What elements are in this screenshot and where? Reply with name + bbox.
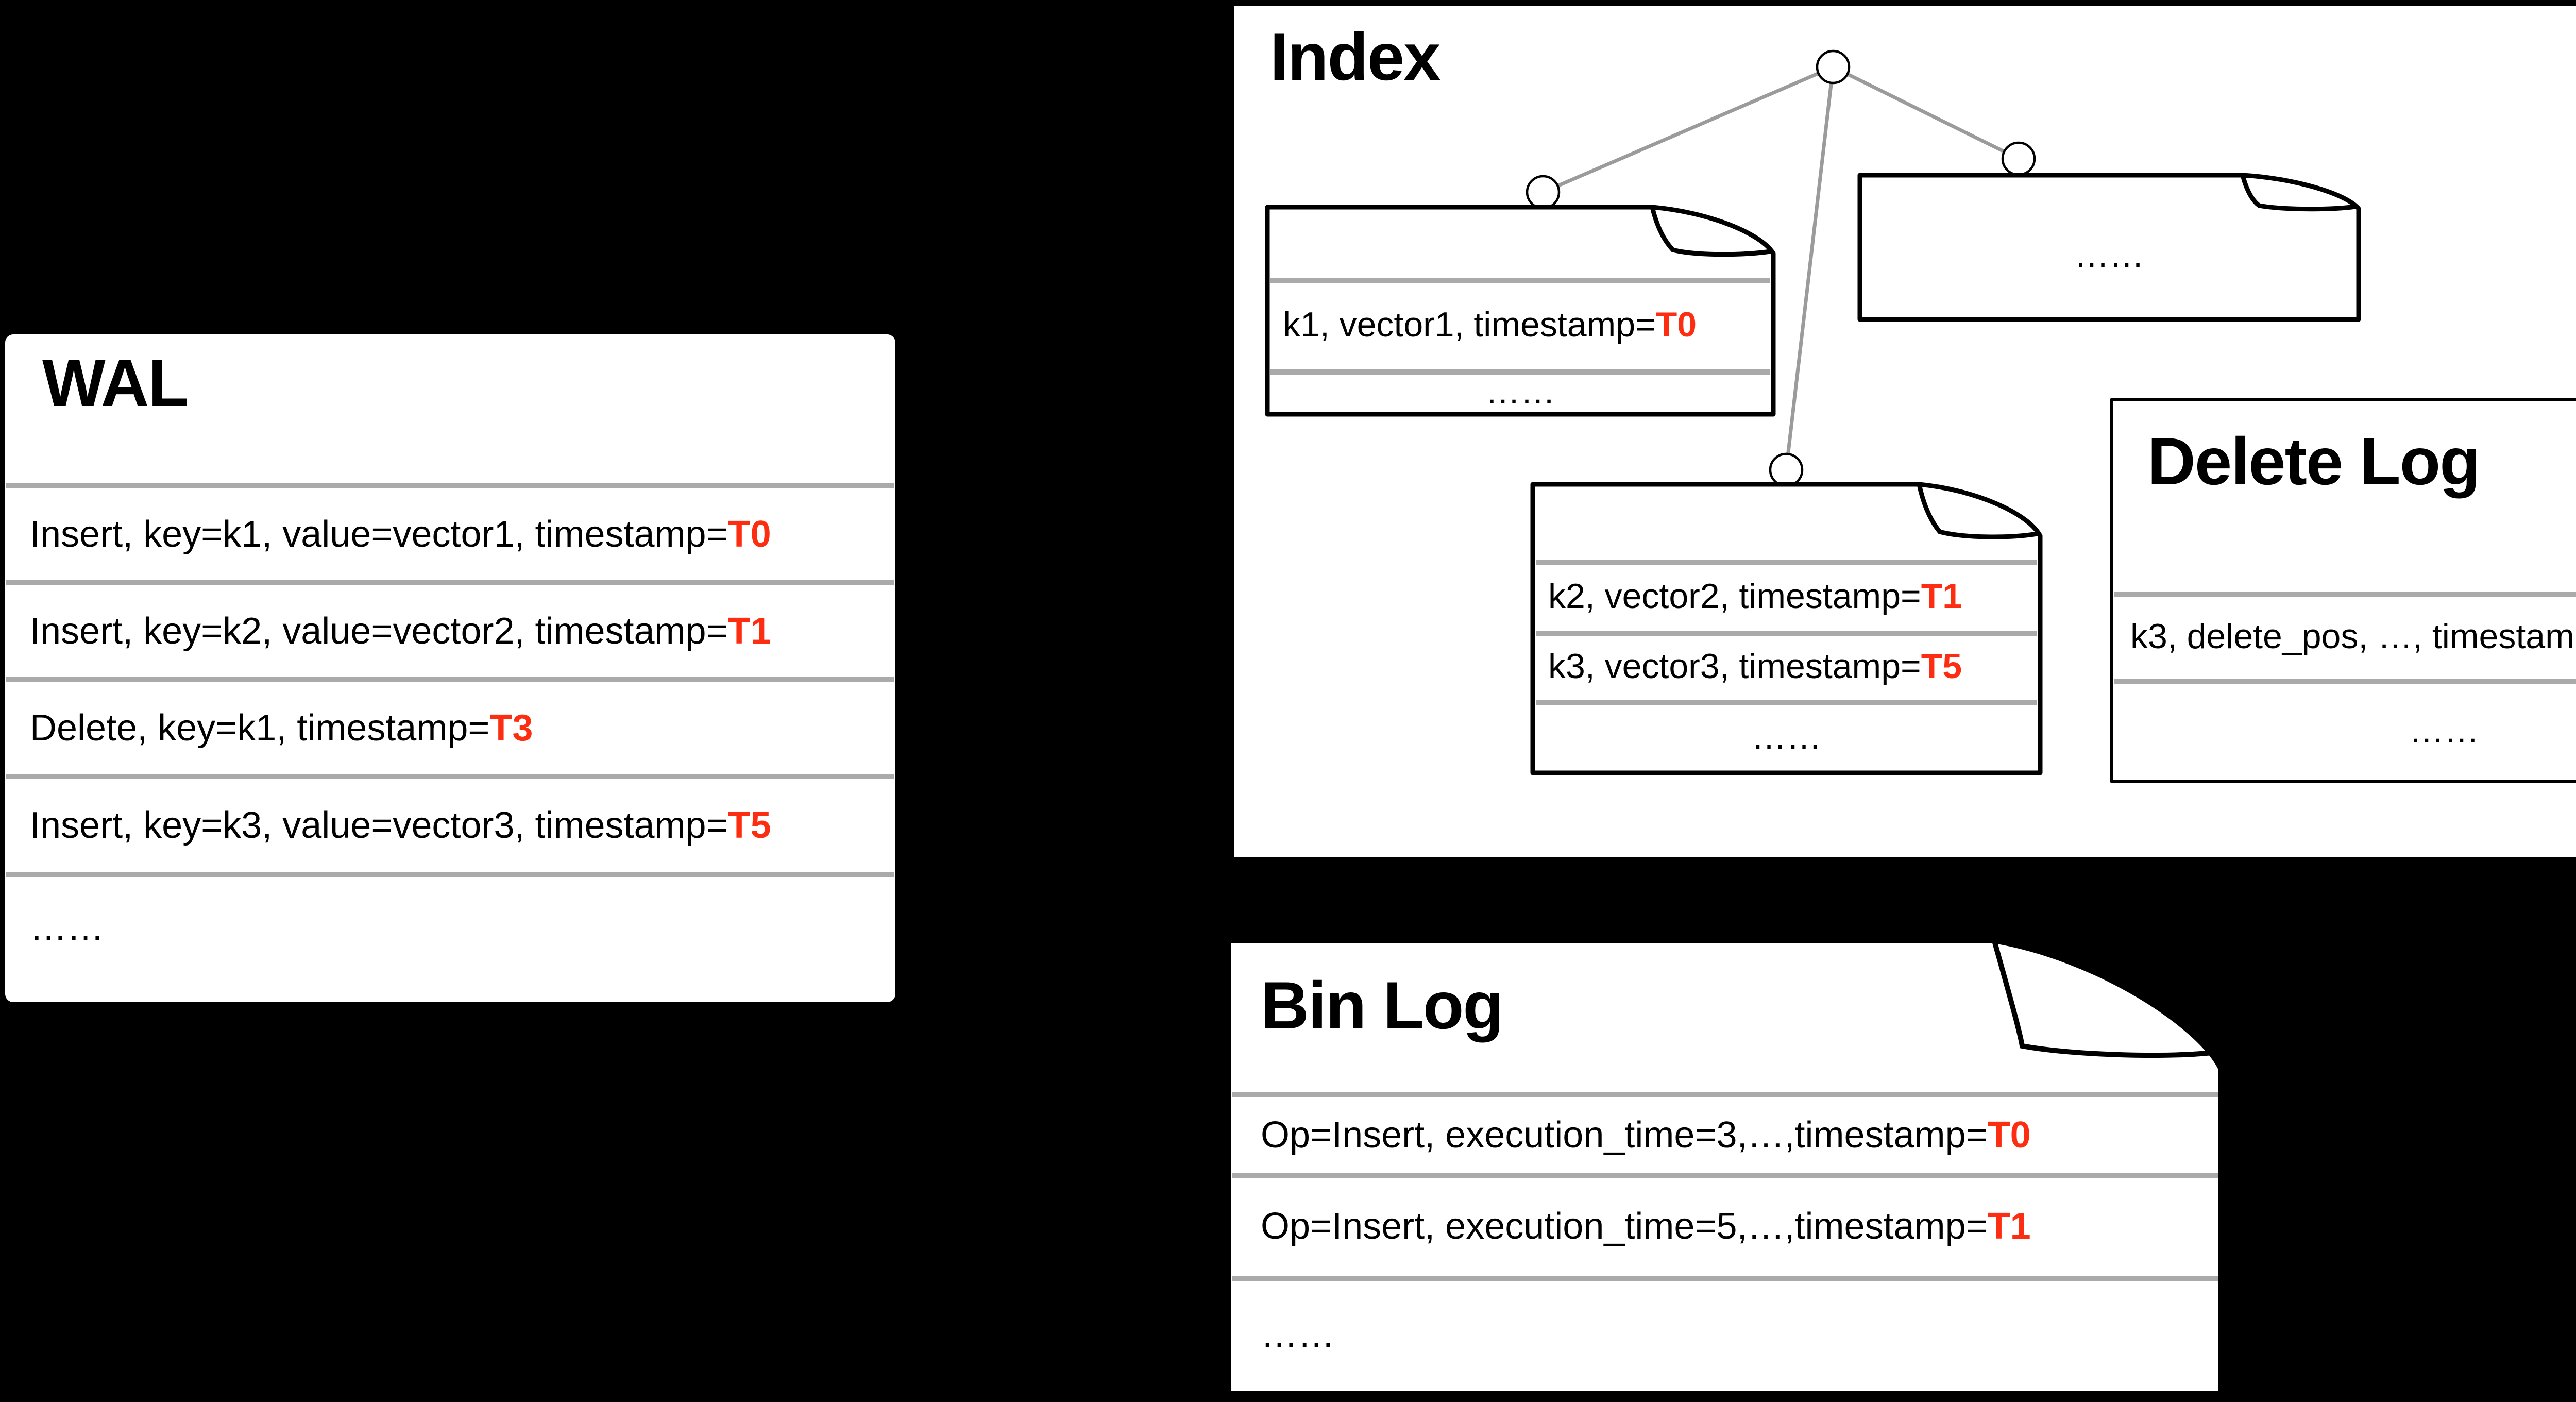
- row-separator: [1536, 560, 2037, 565]
- document-shape: [1857, 173, 2361, 322]
- ellipsis-text: ……: [1261, 1314, 1335, 1355]
- wal-title: WAL: [42, 345, 189, 420]
- timestamp-value: T5: [1921, 647, 1962, 686]
- ellipsis-text: ……: [1485, 372, 1555, 411]
- log-entry-text: k1, vector1, timestamp=: [1283, 305, 1656, 344]
- delete-log-file: [2110, 398, 2576, 783]
- segment-row: k3, vector3, timestamp=T5: [1548, 638, 1962, 695]
- timestamp-value: T1: [727, 611, 771, 652]
- document-shape: [2110, 398, 2576, 783]
- wal-row: Delete, key=k1, timestamp=T3: [30, 700, 533, 756]
- row-separator: [1270, 278, 1770, 283]
- bin-log-row: Op=Insert, execution_time=5,…,timestamp=…: [1261, 1198, 2031, 1255]
- tree-root-node: [1816, 49, 1851, 85]
- segment-row: k1, vector1, timestamp=T0: [1283, 296, 1697, 353]
- wal-row: Insert, key=k3, value=vector3, timestamp…: [30, 797, 771, 854]
- log-entry-text: Delete, key=k1, timestamp=: [30, 707, 490, 749]
- ellipsis-text: ……: [1751, 717, 1822, 756]
- timestamp-value: T3: [489, 707, 533, 749]
- tree-edge: [1542, 65, 1834, 194]
- row-separator: [2114, 592, 2576, 597]
- tree-node: [2001, 141, 2036, 176]
- wal-row: Insert, key=k2, value=vector2, timestamp…: [30, 603, 771, 660]
- segment-row: k2, vector2, timestamp=T1: [1548, 568, 1962, 624]
- index-title: Index: [1270, 19, 1441, 94]
- ellipsis-text: ……: [2074, 235, 2144, 275]
- tree-node: [1769, 452, 1804, 487]
- log-entry-text: k2, vector2, timestamp=: [1548, 577, 1921, 616]
- log-entry-text: Insert, key=k2, value=vector2, timestamp…: [30, 611, 728, 652]
- segment-row: ……: [1860, 227, 2359, 283]
- row-separator: [6, 483, 894, 488]
- delete-log-row: k3, delete_pos, …, timestamp=T3: [2130, 608, 2576, 665]
- log-entry-text: Insert, key=k3, value=vector3, timestamp…: [30, 805, 728, 846]
- wal-row: ……: [30, 899, 104, 956]
- row-separator: [6, 872, 894, 877]
- row-separator: [6, 774, 894, 779]
- log-entry-text: k3, delete_pos, …, timestamp=: [2130, 617, 2576, 656]
- page-curl-icon: [2240, 173, 2358, 212]
- timestamp-value: T1: [1921, 577, 1962, 616]
- timestamp-value: T0: [1655, 305, 1697, 344]
- bin-log-row: Op=Insert, execution_time=3,…,timestamp=…: [1261, 1107, 2031, 1163]
- delete-log-title: Delete Log: [2147, 424, 2481, 499]
- bin-log-row: ……: [1261, 1306, 1335, 1363]
- segment-file-2: [1857, 173, 2361, 322]
- log-entry-text: k3, vector3, timestamp=: [1548, 647, 1921, 686]
- segment-file-1: [1265, 205, 1776, 417]
- row-separator: [6, 580, 894, 585]
- tree-nodes: [1526, 49, 2036, 487]
- tree-node: [1526, 175, 1561, 210]
- page-curl-icon: [1992, 938, 2218, 1058]
- segment-row: ……: [1533, 708, 2040, 765]
- tree-edges: [1542, 65, 2020, 470]
- document-shape: [1265, 205, 1776, 417]
- page-curl-icon: [1917, 482, 2040, 539]
- log-entry-text: Op=Insert, execution_time=5,…,timestamp=: [1261, 1206, 1988, 1247]
- timestamp-value: T5: [727, 805, 771, 846]
- page-curl-icon: [1650, 205, 1773, 257]
- row-separator: [1536, 700, 2037, 705]
- row-separator: [1536, 631, 2037, 636]
- bin-log-title: Bin Log: [1261, 968, 1504, 1043]
- ellipsis-text: ……: [2409, 711, 2479, 750]
- ellipsis-text: ……: [30, 907, 104, 948]
- wal-panel: [5, 334, 895, 1002]
- timestamp-value: T0: [1987, 1114, 2031, 1156]
- segment-row: ……: [1267, 363, 1773, 420]
- row-separator: [1232, 1092, 2218, 1097]
- log-entry-text: Op=Insert, execution_time=3,…,timestamp=: [1261, 1114, 1988, 1156]
- timestamp-value: T1: [1987, 1206, 2031, 1247]
- row-separator: [2114, 679, 2576, 684]
- tree-edge: [1832, 65, 2020, 161]
- row-separator: [1232, 1276, 2218, 1281]
- log-entry-text: Insert, key=k1, value=vector1, timestamp…: [30, 514, 728, 555]
- delete-log-row: ……: [2111, 702, 2576, 759]
- row-separator: [6, 677, 894, 682]
- wal-row: Insert, key=k1, value=vector1, timestamp…: [30, 506, 771, 563]
- row-separator: [1232, 1173, 2218, 1178]
- row-separator: [1270, 369, 1770, 375]
- tree-edge: [1784, 66, 1835, 470]
- timestamp-value: T0: [727, 514, 771, 555]
